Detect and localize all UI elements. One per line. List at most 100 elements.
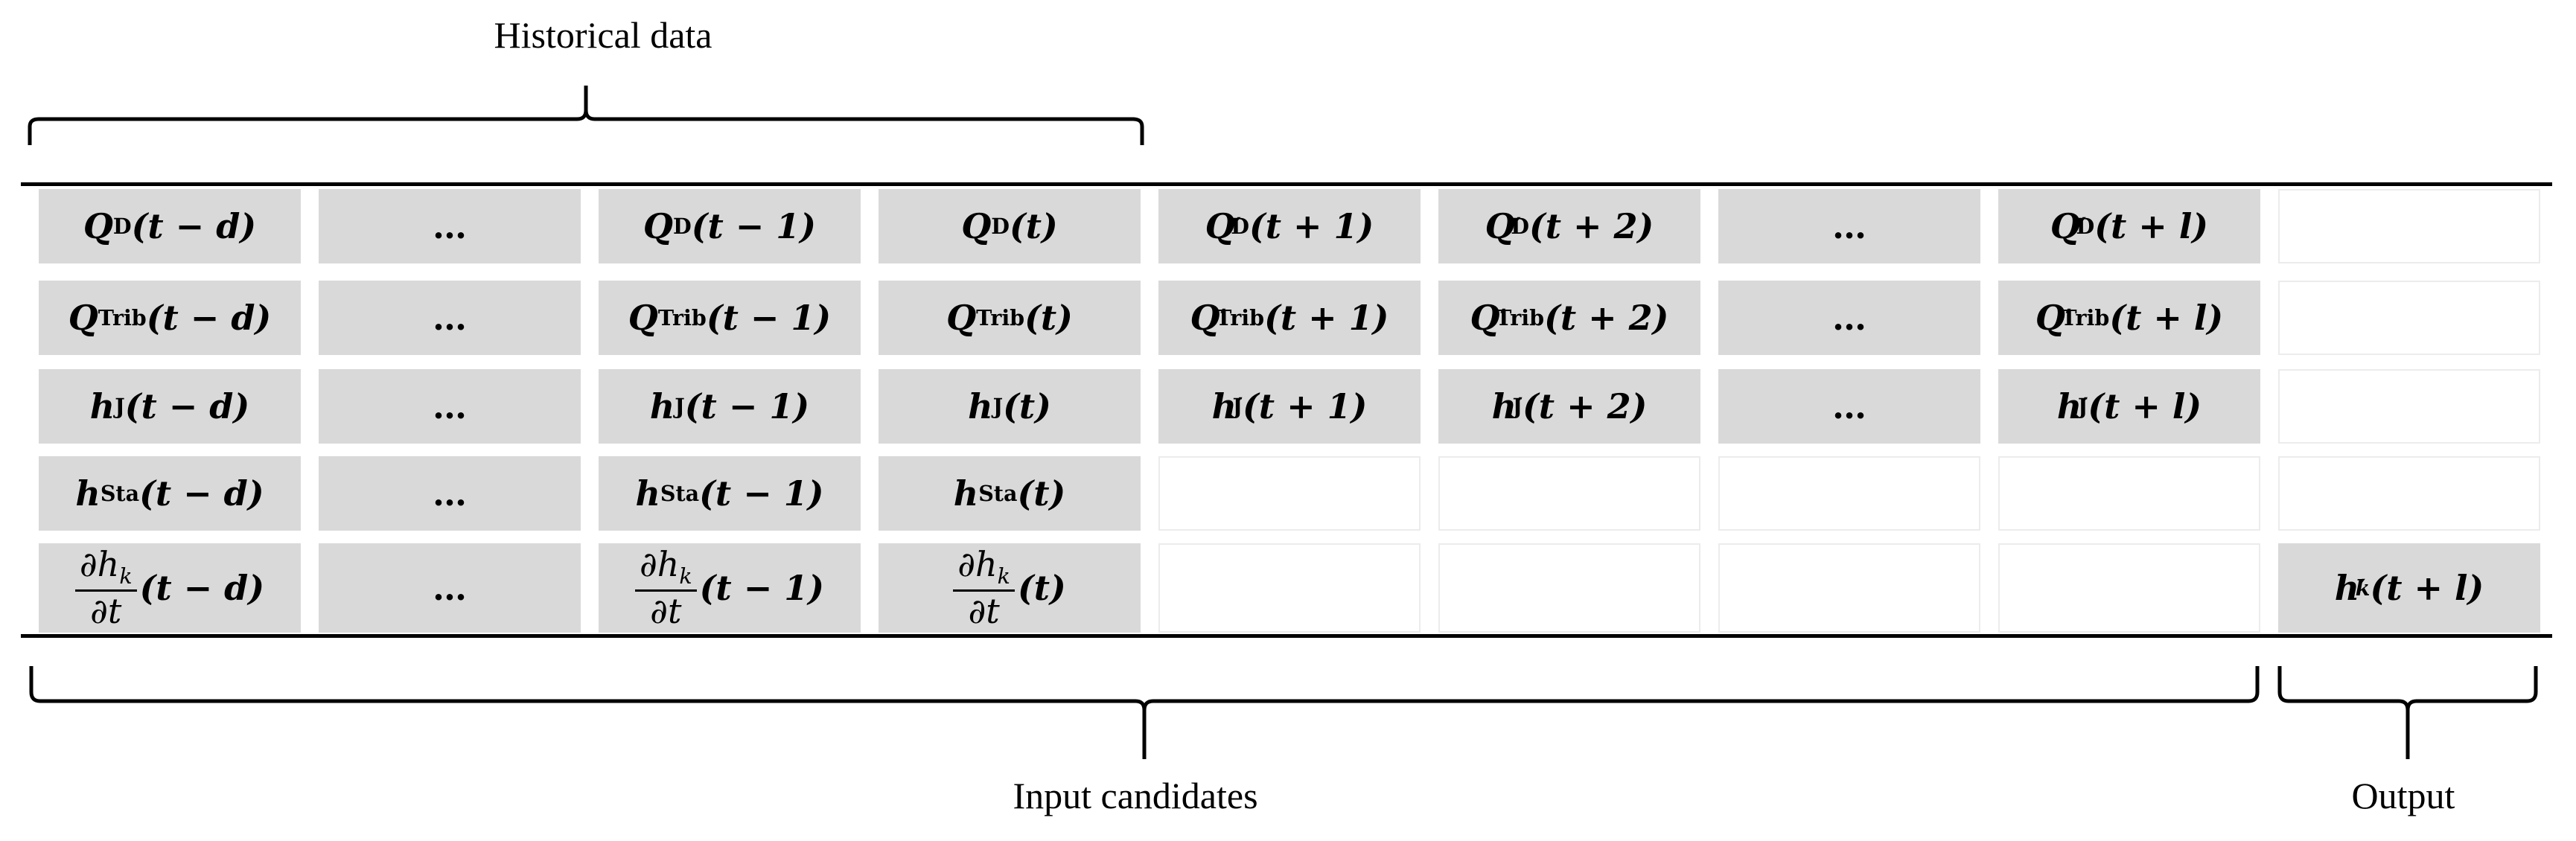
- cell-argument: (t − d): [139, 568, 265, 608]
- cell-argument: (t + 1): [1264, 298, 1389, 338]
- cell-variable: Q: [2035, 298, 2065, 338]
- cell-argument: (t + 2): [1528, 206, 1654, 246]
- cell-variable: Q: [1205, 206, 1235, 246]
- fraction-numerator: ∂hk: [953, 546, 1015, 592]
- cell-argument: (t): [1010, 206, 1058, 246]
- ellipsis-text: …: [433, 473, 467, 514]
- cell-argument: (t + 2): [1544, 298, 1669, 338]
- cell-argument: (t + 2): [1523, 386, 1648, 426]
- prime-mark: ′: [2082, 392, 2088, 420]
- cell-subscript: Sta: [660, 481, 700, 506]
- numerator-text: ∂h: [957, 544, 998, 585]
- cell-variable: h: [953, 473, 979, 514]
- fraction-denominator: ∂t: [968, 591, 1000, 632]
- cell-argument: (t − 1): [699, 568, 825, 608]
- prime-mark: ′: [1514, 212, 1522, 240]
- forecast-cell-r2-c5: Q′Trib(t + 1): [1158, 281, 1421, 355]
- ellipsis-cell-r2-c7: …: [1718, 281, 1980, 355]
- empty-cell-r3-c9: [2278, 369, 2540, 444]
- empty-cell-r5-c5: [1158, 543, 1421, 633]
- empty-cell-r4-c6: [1438, 456, 1700, 531]
- cell-argument: (t + 1): [1249, 206, 1374, 246]
- empty-cell-r4-c8: [1998, 456, 2260, 531]
- empty-cell-r4-c9: [2278, 456, 2540, 531]
- cell-subscript: Trib: [2061, 305, 2110, 330]
- cell-variable: Q: [628, 298, 658, 338]
- empty-cell-r5-c7: [1718, 543, 1980, 633]
- cell-argument: (t + l): [2094, 206, 2209, 246]
- ellipsis-cell-r4-c2: …: [319, 456, 581, 531]
- numerator-subscript: k: [119, 564, 133, 589]
- historical-data-label: Historical data: [494, 14, 712, 56]
- cell-subscript: D: [1231, 214, 1249, 239]
- cell-argument: (t − 1): [691, 206, 817, 246]
- output-brace: [2277, 666, 2538, 759]
- empty-cell-r5-c8: [1998, 543, 2260, 633]
- cell-subscript: J: [992, 394, 1004, 419]
- derivative-cell-r5-c1: ∂hk∂t(t − d): [39, 543, 301, 633]
- cell-argument: (t + 1): [1243, 386, 1368, 426]
- empty-cell-r4-c7: [1718, 456, 1980, 531]
- empty-cell-r4-c5: [1158, 456, 1421, 531]
- bottom-rule: [21, 634, 2552, 638]
- ellipsis-text: …: [1832, 386, 1866, 426]
- numerator-subscript: k: [679, 564, 692, 589]
- cell-subscript: Trib: [1496, 305, 1545, 330]
- cell-subscript: J: [675, 394, 685, 419]
- prime-mark: ′: [1220, 304, 1227, 332]
- ellipsis-cell-r1-c2: …: [319, 189, 581, 263]
- cell-variable: Q: [961, 206, 992, 246]
- cell-argument: (t − d): [139, 473, 264, 514]
- cell-variable: h: [649, 386, 675, 426]
- derivative-cell-r5-c4: ∂hk∂t (t): [879, 543, 1141, 633]
- ellipsis-text: …: [433, 206, 467, 246]
- cell-subscript: Trib: [976, 305, 1025, 330]
- cell-subscript: D: [672, 214, 692, 239]
- cell-argument: (t): [1017, 568, 1066, 608]
- ellipsis-cell-r3-c2: …: [319, 369, 581, 444]
- cell-variable: h: [968, 386, 993, 426]
- ellipsis-text: …: [1832, 298, 1866, 338]
- ellipsis-text: …: [433, 386, 467, 426]
- cell-argument: (t + l): [2370, 568, 2484, 608]
- forecast-cell-r1-c8: Q′D(t + l): [1998, 189, 2260, 263]
- prime-mark: ′: [2359, 574, 2366, 602]
- cell-argument: (t − d): [124, 386, 250, 426]
- cell-variable: Q: [1190, 298, 1220, 338]
- numerator-text: ∂h: [79, 544, 120, 585]
- cell-variable: Q: [68, 298, 98, 338]
- numerator-text: ∂h: [639, 544, 680, 585]
- cell-argument: (t + l): [2088, 386, 2202, 426]
- cell-variable: Q: [2050, 206, 2080, 246]
- forecast-cell-r2-c8: Q′Trib(t + l): [1998, 281, 2260, 355]
- input-candidates-brace: [29, 666, 2260, 759]
- forecast-cell-r1-c5: Q′D(t + 1): [1158, 189, 1421, 263]
- cell-variable: Q: [83, 206, 113, 246]
- cell-argument: (t − 1): [684, 386, 810, 426]
- numerator-subscript: k: [997, 564, 1010, 589]
- ellipsis-text: …: [433, 298, 467, 338]
- ellipsis-cell-r2-c2: …: [319, 281, 581, 355]
- output-label: Output: [2351, 775, 2455, 816]
- prime-mark: ′: [1499, 304, 1507, 332]
- cell-argument: (t): [1024, 298, 1073, 338]
- cell-subscript: D: [2076, 214, 2095, 239]
- empty-cell-r5-c6: [1438, 543, 1700, 633]
- ellipsis-text: …: [1832, 206, 1866, 246]
- cell-argument: (t): [1017, 473, 1066, 514]
- cell-argument: (t + l): [2109, 298, 2224, 338]
- cell-subscript: Sta: [100, 481, 140, 506]
- cell-subscript: k: [2355, 575, 2371, 601]
- cell-variable: h: [1491, 386, 1517, 426]
- cell-subscript: D: [1511, 214, 1529, 239]
- empty-cell-r2-c9: [2278, 281, 2540, 355]
